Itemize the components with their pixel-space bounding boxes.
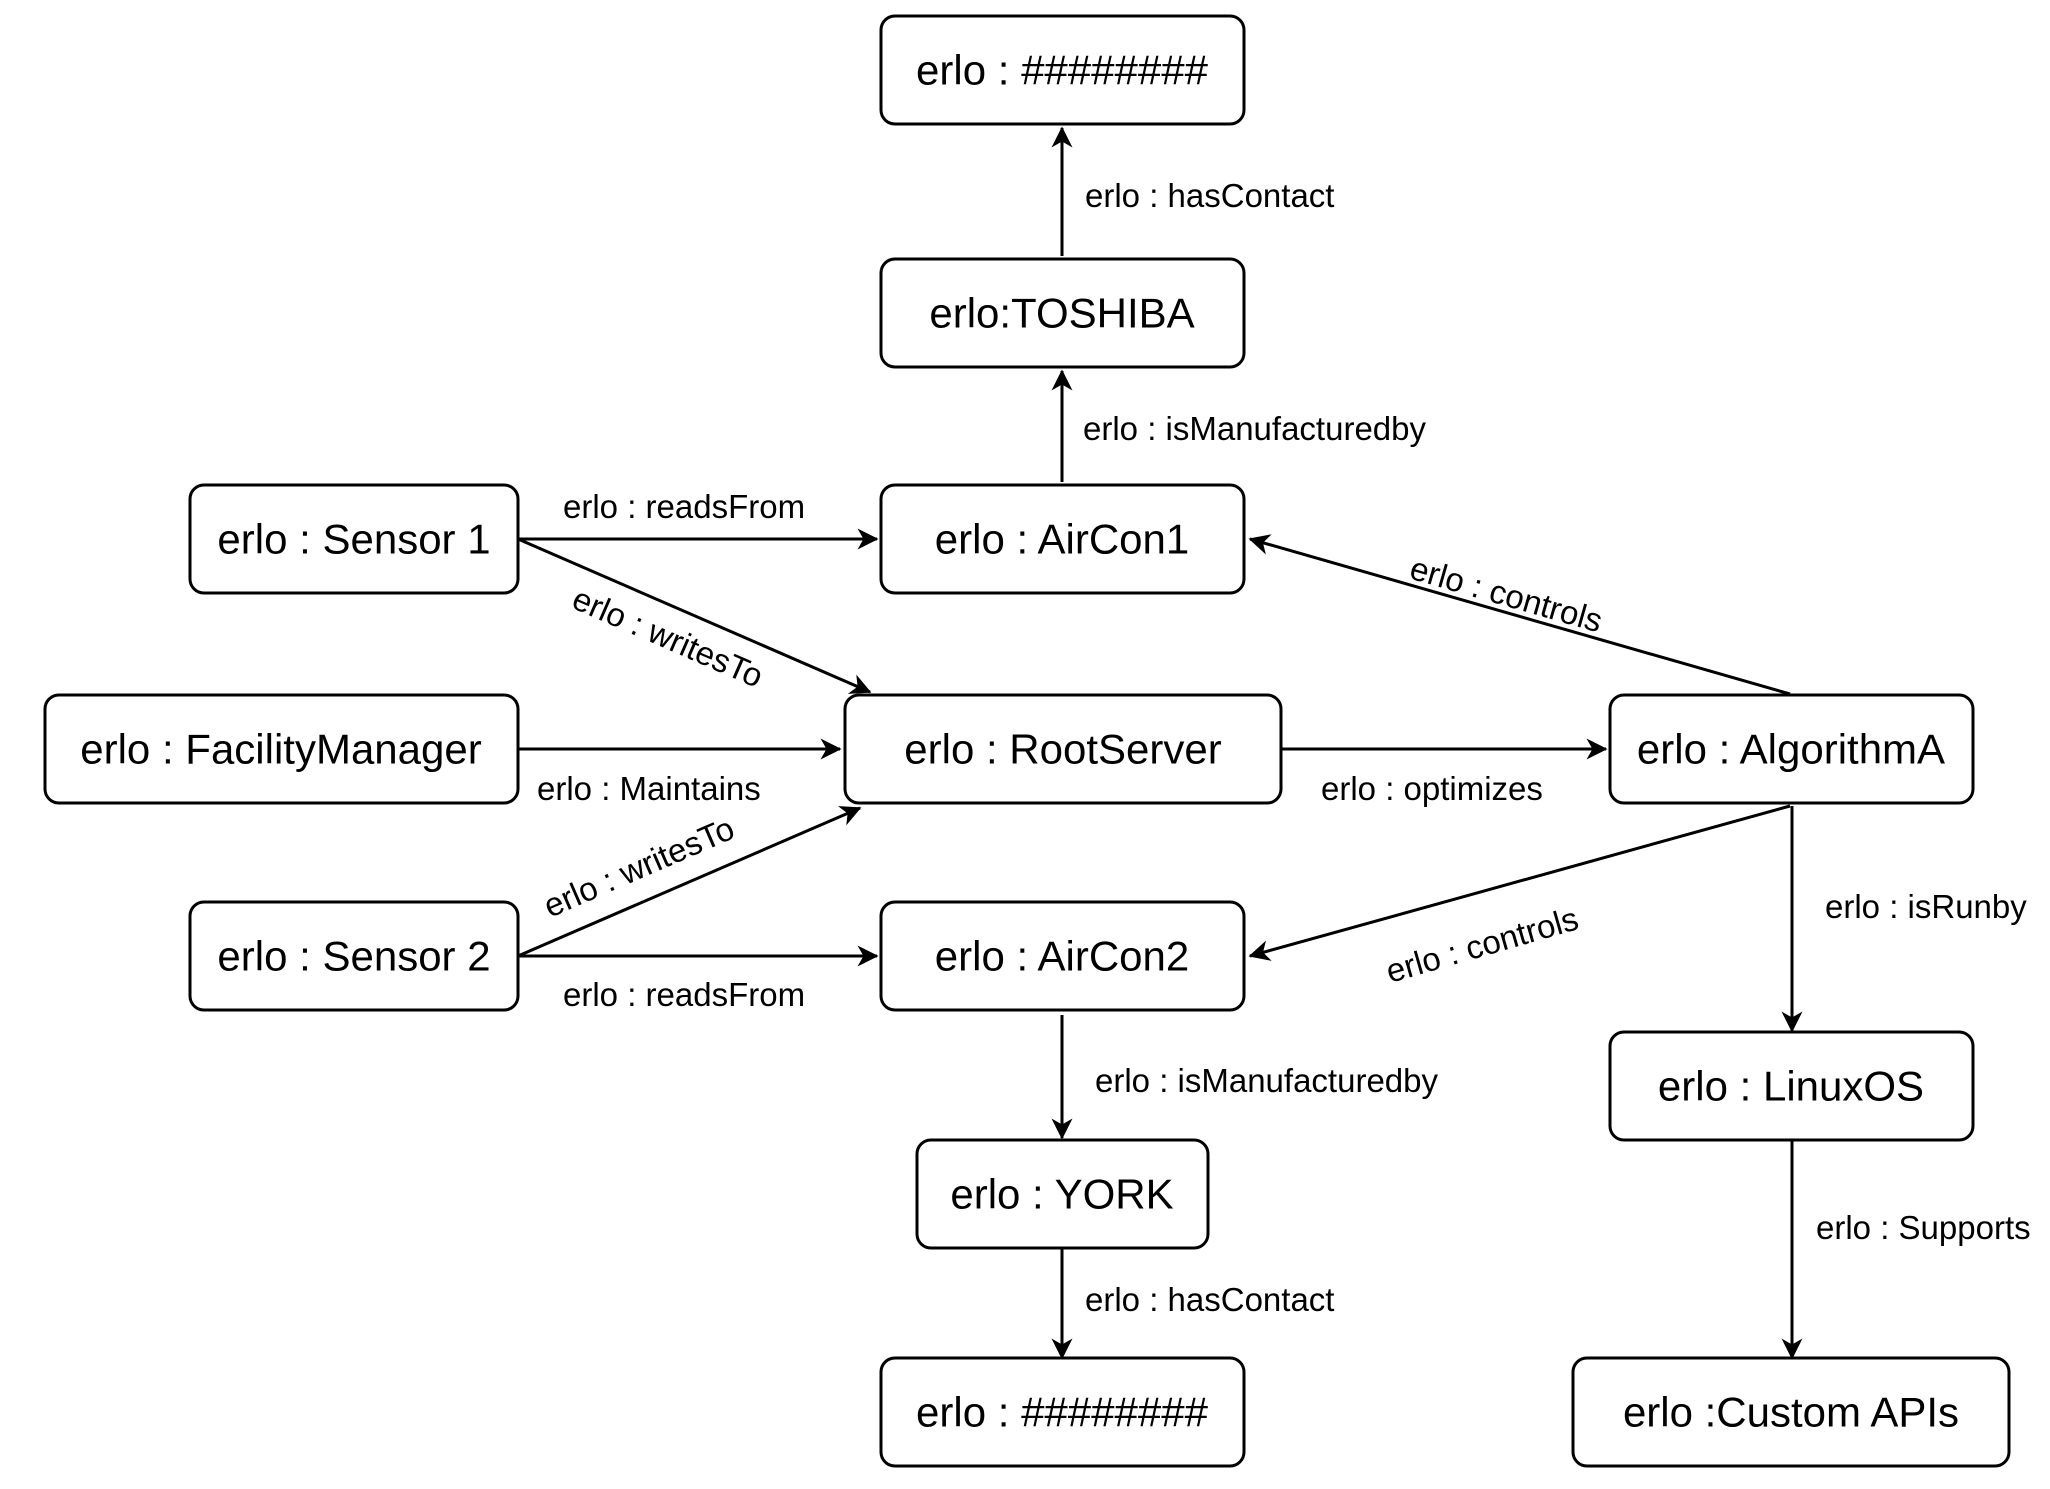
node-label: erlo : ######## [916, 47, 1209, 94]
node-sensor-2[interactable]: erlo : Sensor 2 [188, 900, 520, 1012]
edge-label-is-run-by: erlo : isRunby [1825, 888, 2027, 925]
edge-label-optimizes: erlo : optimizes [1321, 770, 1543, 807]
node-label: erlo : Sensor 1 [217, 516, 490, 563]
node-aircon1[interactable]: erlo : AirCon1 [879, 483, 1246, 595]
edge-label-writes-to: erlo : writesTo [538, 809, 739, 924]
edge-label-writes-to: erlo : writesTo [567, 579, 768, 694]
edge-sensor1-writes-to: erlo : writesTo [517, 537, 872, 695]
edge-algorithm-is-run-by: erlo : isRunby [1781, 806, 2027, 1033]
edge-facility-manager-maintains: erlo : Maintains [518, 738, 842, 807]
node-aircon2[interactable]: erlo : AirCon2 [879, 900, 1246, 1012]
edge-york-has-contact: erlo : hasContact [1051, 1248, 1334, 1360]
node-label: erlo : AirCon1 [935, 516, 1189, 563]
node-linux-os[interactable]: erlo : LinuxOS [1608, 1030, 1975, 1142]
edge-root-server-optimizes: erlo : optimizes [1281, 738, 1608, 807]
node-root-server[interactable]: erlo : RootServer [843, 693, 1283, 805]
edge-aircon2-manufactured-by: erlo : isManufacturedby [1051, 1015, 1439, 1140]
edge-label-has-contact: erlo : hasContact [1085, 1281, 1334, 1318]
node-label: erlo : FacilityManager [80, 726, 481, 773]
edge-sensor1-reads-from: erlo : readsFrom [518, 488, 879, 550]
edge-label-controls: erlo : controls [1382, 900, 1583, 990]
node-label: erlo :Custom APIs [1623, 1389, 1959, 1436]
edge-sensor2-reads-from: erlo : readsFrom [518, 945, 879, 1013]
node-contact-top[interactable]: erlo : ######## [879, 14, 1246, 126]
edge-label-has-contact: erlo : hasContact [1085, 177, 1334, 214]
node-facility-manager[interactable]: erlo : FacilityManager [43, 693, 520, 805]
edge-label-reads-from: erlo : readsFrom [563, 976, 805, 1013]
edge-sensor2-writes-to: erlo : writesTo [517, 806, 862, 958]
edge-algorithm-controls-aircon2: erlo : controls [1248, 804, 1791, 990]
edge-linux-supports: erlo : Supports [1781, 1140, 2031, 1360]
node-sensor-1[interactable]: erlo : Sensor 1 [188, 483, 520, 595]
edge-label-maintains: erlo : Maintains [537, 770, 761, 807]
edge-label-reads-from: erlo : readsFrom [563, 488, 805, 525]
edge-aircon1-manufactured-by: erlo : isManufacturedby [1051, 369, 1427, 482]
node-toshiba[interactable]: erlo:TOSHIBA [879, 257, 1246, 369]
node-custom-apis[interactable]: erlo :Custom APIs [1571, 1356, 2011, 1468]
node-label: erlo : YORK [950, 1171, 1173, 1218]
node-label: erlo : AlgorithmA [1637, 726, 1945, 773]
edge-label-supports: erlo : Supports [1816, 1209, 2031, 1246]
node-algorithm-a[interactable]: erlo : AlgorithmA [1608, 693, 1975, 805]
edge-label-is-manufactured-by: erlo : isManufacturedby [1095, 1062, 1439, 1099]
node-york[interactable]: erlo : YORK [915, 1138, 1210, 1250]
edge-toshiba-has-contact: erlo : hasContact [1051, 126, 1334, 256]
node-label: erlo : AirCon2 [935, 933, 1189, 980]
node-label: erlo : LinuxOS [1658, 1063, 1924, 1110]
edge-label-is-manufactured-by: erlo : isManufacturedby [1083, 410, 1427, 447]
node-label: erlo : Sensor 2 [217, 933, 490, 980]
edge-label-controls: erlo : controls [1406, 549, 1607, 639]
node-label: erlo : ######## [916, 1389, 1209, 1436]
edge-algorithm-controls-aircon1: erlo : controls [1248, 534, 1791, 696]
node-label: erlo : RootServer [904, 726, 1221, 773]
node-contact-bottom[interactable]: erlo : ######## [879, 1356, 1246, 1468]
node-label: erlo:TOSHIBA [929, 290, 1194, 337]
